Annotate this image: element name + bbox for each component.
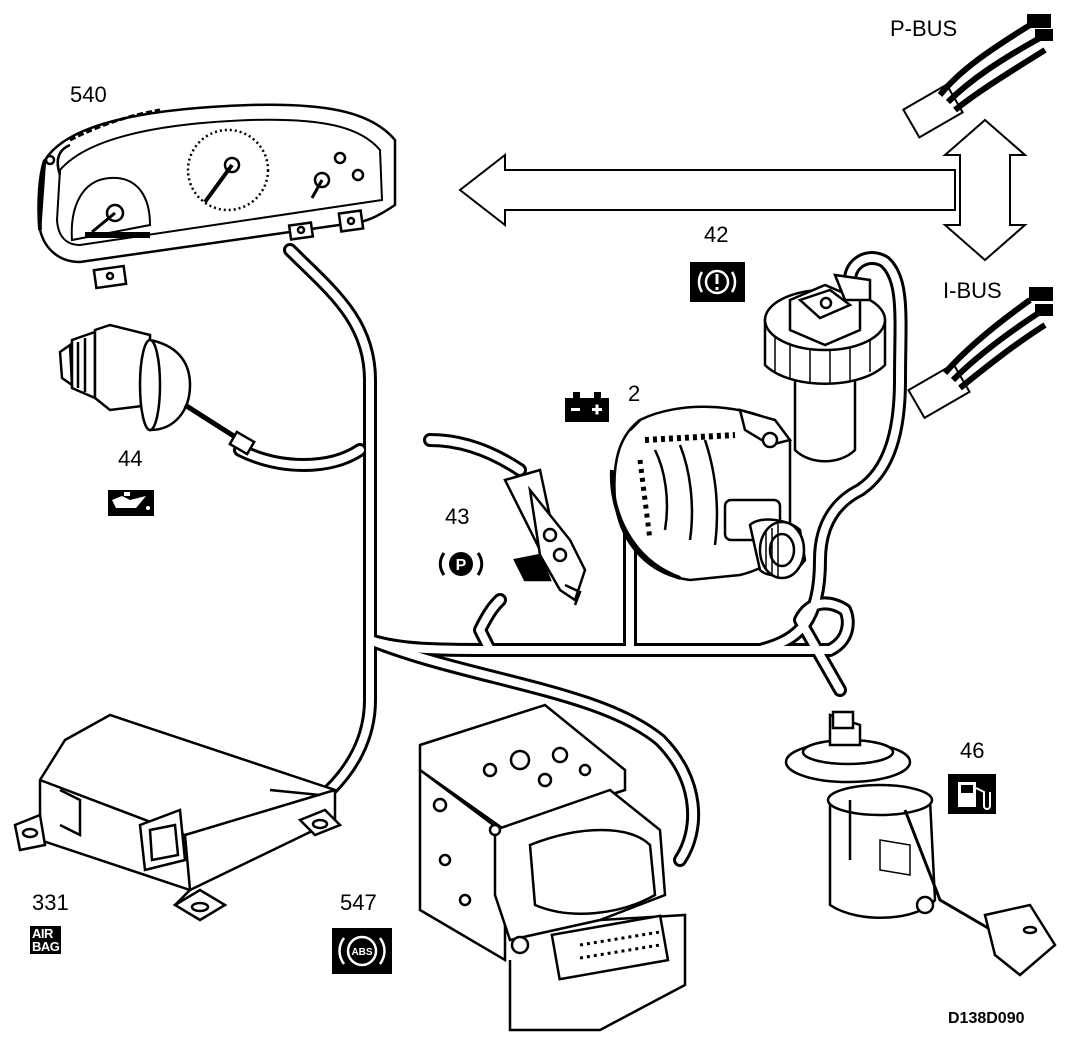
oil-pressure-warning-icon bbox=[108, 490, 154, 516]
brake-warning-icon bbox=[690, 262, 745, 302]
instrument-cluster-540 bbox=[37, 103, 397, 290]
drawing-code: D138D090 bbox=[948, 1010, 1025, 1027]
label-331: 331 bbox=[32, 890, 69, 915]
label-p-bus: P-BUS bbox=[890, 16, 958, 41]
airbag-warning-icon: AIR BAG bbox=[30, 926, 62, 954]
i-bus-connector bbox=[907, 287, 1053, 420]
airbag-icon-text-1: AIR bbox=[32, 926, 53, 941]
abs-module-547 bbox=[418, 703, 687, 1032]
abs-warning-icon: ABS bbox=[332, 928, 392, 974]
fuel-level-sensor-46 bbox=[784, 710, 1057, 977]
abs-icon-text: ABS bbox=[351, 947, 372, 958]
parking-brake-switch-43 bbox=[503, 468, 587, 606]
label-43: 43 bbox=[445, 504, 470, 529]
wiring-harness bbox=[233, 243, 908, 867]
airbag-icon-text-2: BAG bbox=[32, 939, 60, 954]
label-547: 547 bbox=[340, 890, 377, 915]
bus-arrow-to-cluster bbox=[458, 152, 956, 228]
svg-text:P: P bbox=[456, 557, 467, 574]
label-42: 42 bbox=[704, 222, 729, 247]
label-i-bus: I-BUS bbox=[943, 278, 1002, 303]
label-46: 46 bbox=[960, 738, 985, 763]
label-44: 44 bbox=[118, 446, 143, 471]
oil-pressure-sensor-44 bbox=[58, 323, 256, 456]
label-2: 2 bbox=[628, 381, 641, 406]
parking-brake-warning-icon: P bbox=[437, 548, 485, 580]
label-540: 540 bbox=[70, 82, 107, 107]
fuel-warning-icon bbox=[948, 774, 996, 814]
battery-warning-icon bbox=[565, 392, 609, 422]
brake-fluid-sensor-42 bbox=[763, 273, 887, 463]
alternator-2 bbox=[609, 405, 807, 582]
p-bus-connector bbox=[901, 14, 1053, 139]
airbag-module-331 bbox=[13, 713, 343, 922]
bus-arrow-vertical bbox=[942, 118, 1028, 262]
